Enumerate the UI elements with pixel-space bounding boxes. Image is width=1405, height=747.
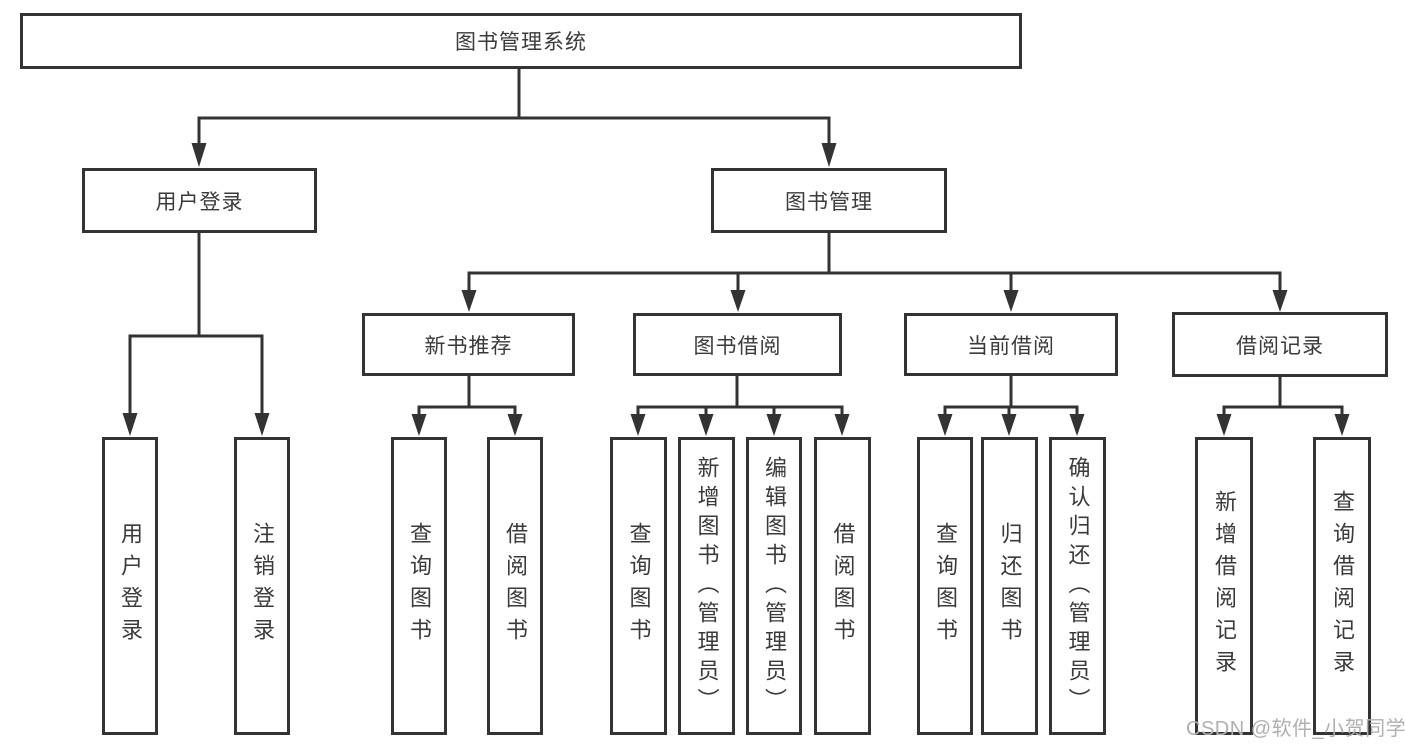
node-current-borrow: 当前借阅 (904, 313, 1118, 376)
node-book-borrow-label: 图书借阅 (693, 334, 782, 358)
leaf-query-borrow-record: 查询借阅记录 (1313, 437, 1371, 735)
leaf-borrow-book-borrow: 借阅图书 (814, 437, 871, 735)
node-borrow-record: 借阅记录 (1172, 312, 1388, 377)
leaf-add-book-label: 新增图书（管理员） (694, 455, 720, 717)
leaf-user-login-label: 用户登录 (118, 522, 143, 650)
leaf-add-borrow-record: 新增借阅记录 (1195, 437, 1253, 735)
leaf-user-login: 用户登录 (102, 437, 158, 735)
leaf-borrow-book-borrow-label: 借阅图书 (830, 522, 856, 650)
leaf-return-book: 归还图书 (981, 437, 1038, 735)
leaf-add-book: 新增图书（管理员） (678, 437, 735, 735)
node-book-mgmt-label: 图书管理 (785, 190, 873, 214)
leaf-return-book-label: 归还图书 (997, 522, 1023, 650)
connector-current-borrow-to-leaves (937, 376, 1085, 436)
node-current-borrow-label: 当前借阅 (967, 334, 1055, 358)
leaf-confirm-return: 确认归还（管理员） (1049, 437, 1106, 735)
connector-book-borrow-to-leaves (630, 376, 850, 436)
leaf-query-book-rec-label: 查询图书 (407, 522, 432, 650)
leaf-logout: 注销登录 (234, 437, 290, 735)
leaf-edit-book: 编辑图书（管理员） (746, 437, 802, 735)
leaf-query-book-borrow-label: 查询图书 (626, 522, 652, 650)
node-user-login: 用户登录 (82, 168, 317, 233)
leaf-query-book-current-label: 查询图书 (933, 522, 958, 650)
leaf-borrow-book-rec: 借阅图书 (487, 437, 543, 735)
csdn-watermark: CSDN @软件_小贺同学 (1186, 718, 1405, 740)
node-root: 图书管理系统 (20, 13, 1022, 69)
node-user-login-label: 用户登录 (155, 190, 244, 214)
leaf-query-borrow-record-label: 查询借阅记录 (1330, 490, 1355, 682)
leaf-confirm-return-label: 确认归还（管理员） (1065, 455, 1091, 717)
node-book-mgmt: 图书管理 (711, 168, 947, 233)
connector-root-to-level1 (191, 68, 837, 167)
node-book-borrow: 图书借阅 (633, 313, 842, 376)
node-new-book-rec-label: 新书推荐 (424, 334, 513, 358)
leaf-borrow-book-rec-label: 借阅图书 (503, 522, 528, 650)
connector-user-login-to-leaves (122, 233, 270, 436)
node-borrow-record-label: 借阅记录 (1236, 334, 1324, 358)
node-new-book-rec: 新书推荐 (362, 313, 575, 376)
leaf-add-borrow-record-label: 新增借阅记录 (1212, 490, 1237, 682)
leaf-logout-label: 注销登录 (250, 522, 275, 650)
leaf-edit-book-label: 编辑图书（管理员） (762, 455, 787, 717)
connector-book-mgmt-to-level2 (461, 233, 1288, 312)
connector-borrow-record-to-leaves (1216, 377, 1350, 436)
node-root-label: 图书管理系统 (455, 31, 587, 54)
leaf-query-book-rec: 查询图书 (391, 437, 447, 735)
connector-new-book-rec-to-leaves (411, 376, 523, 436)
leaf-query-book-borrow: 查询图书 (610, 437, 667, 735)
leaf-query-book-current: 查询图书 (917, 437, 973, 735)
